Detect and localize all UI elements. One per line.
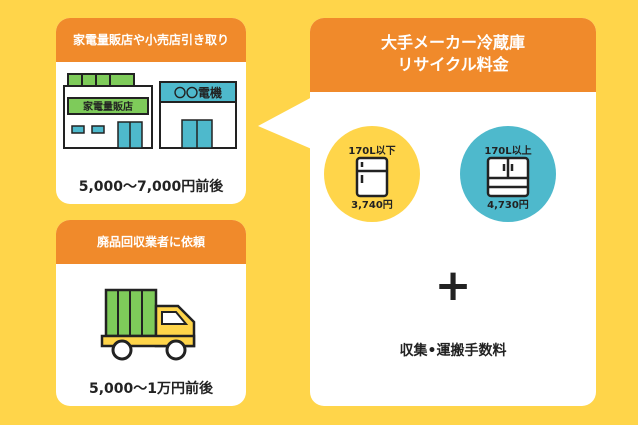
large-fridge-capacity: 170L以上 xyxy=(484,146,532,157)
big-store-icon: 家電量販店 xyxy=(63,73,153,149)
small-fridge-capacity: 170L以下 xyxy=(348,146,396,157)
small-fridge-icon xyxy=(355,156,389,198)
junk-collector-card: 廃品回収業者に依頼 5,000〜1万円前後 xyxy=(56,220,246,406)
recycling-fee-title-line1: 大手メーカー冷蔵庫 xyxy=(380,33,525,52)
recycling-fee-card: 大手メーカー冷蔵庫 リサイクル料金 170L以下 3,740円 170L以上 4… xyxy=(310,18,596,406)
recycling-fee-title: 大手メーカー冷蔵庫 リサイクル料金 xyxy=(310,18,596,92)
truck-icon xyxy=(100,288,196,361)
large-fridge-icon xyxy=(486,156,530,198)
store-pickup-card: 家電量販店や小売店引き取り 家電量販店 〇〇電機 5,000〜7,000円前後 xyxy=(56,18,246,204)
recycling-fee-title-line2: リサイクル料金 xyxy=(397,55,509,74)
junk-collector-price: 5,000〜1万円前後 xyxy=(88,381,214,397)
speech-bubble-tail xyxy=(258,96,314,150)
small-fridge-price: 3,740円 xyxy=(351,200,393,211)
plus-icon: + xyxy=(434,260,472,311)
store-pickup-title: 家電量販店や小売店引き取り xyxy=(56,18,246,62)
big-store-sign: 家電量販店 xyxy=(83,100,133,113)
store-illustration: 家電量販店 〇〇電機 xyxy=(63,73,237,149)
small-store-sign: 〇〇電機 xyxy=(174,85,222,100)
small-store-icon: 〇〇電機 xyxy=(159,81,237,149)
small-fridge-circle: 170L以下 3,740円 xyxy=(324,126,420,222)
collection-fee-note: 収集•運搬手数料 xyxy=(399,343,507,359)
junk-collector-title: 廃品回収業者に依頼 xyxy=(56,220,246,264)
large-fridge-price: 4,730円 xyxy=(487,200,529,211)
store-pickup-price: 5,000〜7,000円前後 xyxy=(78,179,224,195)
large-fridge-circle: 170L以上 4,730円 xyxy=(460,126,556,222)
